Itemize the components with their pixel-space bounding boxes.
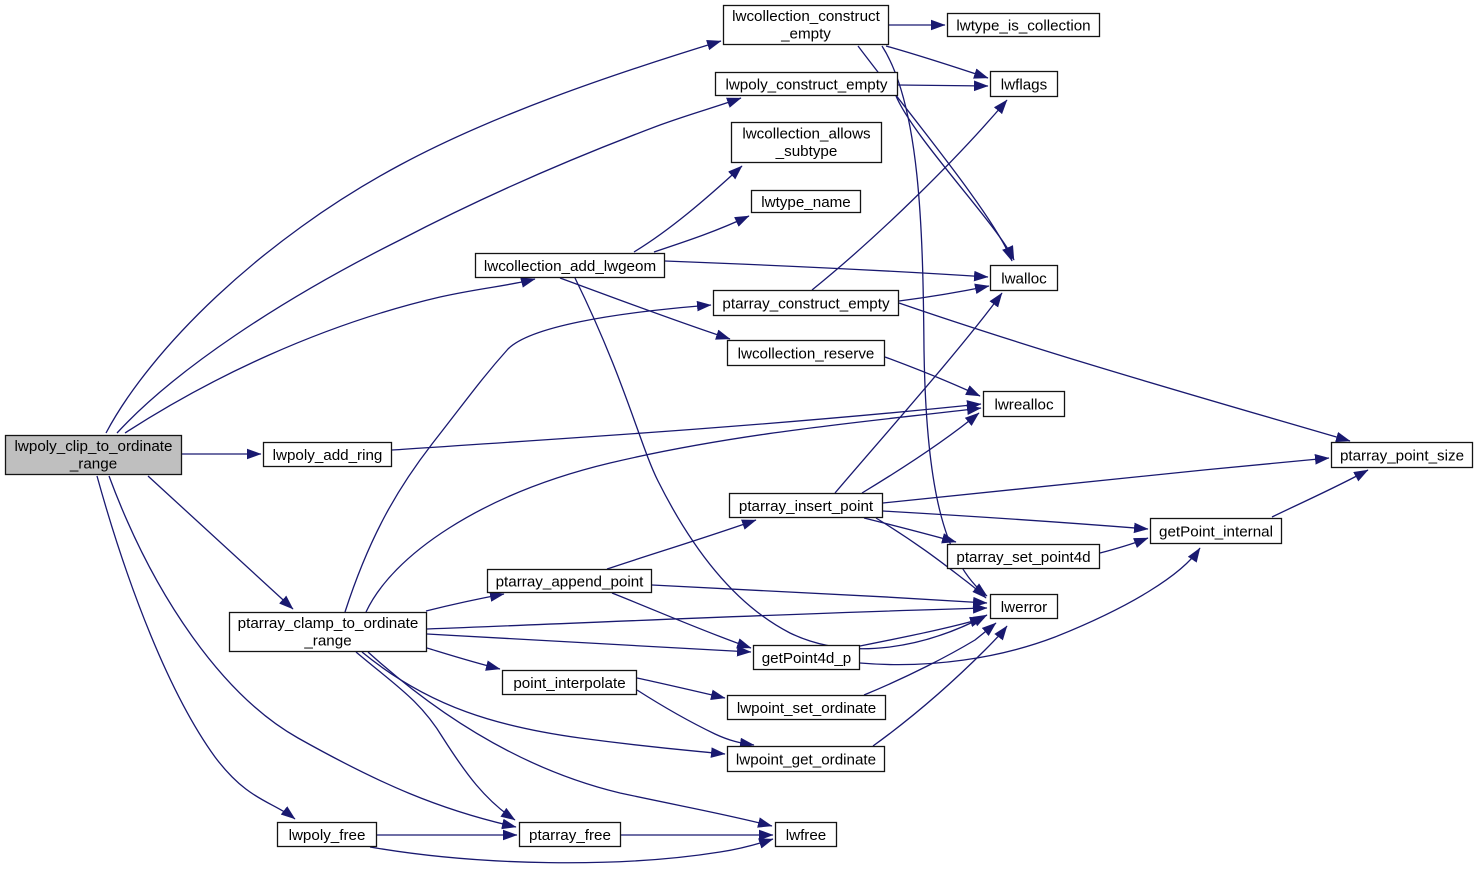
svg-text:lwpoly_free: lwpoly_free bbox=[289, 827, 366, 844]
svg-text:ptarray_construct_empty: ptarray_construct_empty bbox=[722, 296, 890, 313]
svg-text:_subtype: _subtype bbox=[775, 143, 838, 160]
svg-text:ptarray_insert_point: ptarray_insert_point bbox=[739, 498, 874, 515]
svg-text:ptarray_append_point: ptarray_append_point bbox=[496, 574, 645, 591]
svg-text:lwpoly_construct_empty: lwpoly_construct_empty bbox=[725, 77, 887, 94]
svg-text:lwpoly_clip_to_ordinate: lwpoly_clip_to_ordinate bbox=[15, 438, 173, 455]
svg-text:lwcollection_add_lwgeom: lwcollection_add_lwgeom bbox=[484, 258, 656, 275]
svg-text:point_interpolate: point_interpolate bbox=[513, 675, 625, 692]
svg-text:lwcollection_construct: lwcollection_construct bbox=[732, 8, 881, 25]
svg-text:lwflags: lwflags bbox=[1001, 77, 1048, 94]
svg-text:lwtype_is_collection: lwtype_is_collection bbox=[956, 18, 1090, 35]
svg-text:lwpoly_add_ring: lwpoly_add_ring bbox=[273, 447, 383, 464]
svg-text:getPoint_internal: getPoint_internal bbox=[1159, 524, 1273, 541]
svg-text:lwalloc: lwalloc bbox=[1001, 271, 1047, 288]
svg-text:lwcollection_reserve: lwcollection_reserve bbox=[738, 346, 875, 363]
svg-text:ptarray_set_point4d: ptarray_set_point4d bbox=[956, 549, 1090, 566]
svg-text:_range: _range bbox=[303, 632, 351, 649]
svg-text:ptarray_free: ptarray_free bbox=[529, 827, 611, 844]
svg-text:ptarray_point_size: ptarray_point_size bbox=[1340, 448, 1464, 465]
svg-text:lwcollection_allows: lwcollection_allows bbox=[742, 125, 871, 142]
svg-text:_range: _range bbox=[69, 455, 117, 472]
svg-text:ptarray_clamp_to_ordinate: ptarray_clamp_to_ordinate bbox=[238, 615, 419, 632]
svg-text:lwrealloc: lwrealloc bbox=[994, 397, 1053, 414]
svg-text:getPoint4d_p: getPoint4d_p bbox=[762, 650, 852, 667]
svg-text:lwpoint_set_ordinate: lwpoint_set_ordinate bbox=[737, 700, 876, 717]
svg-text:lwfree: lwfree bbox=[786, 827, 827, 844]
svg-text:lwerror: lwerror bbox=[1001, 599, 1047, 616]
svg-text:lwtype_name: lwtype_name bbox=[761, 194, 851, 211]
svg-text:_empty: _empty bbox=[780, 25, 831, 42]
svg-text:lwpoint_get_ordinate: lwpoint_get_ordinate bbox=[736, 752, 876, 769]
